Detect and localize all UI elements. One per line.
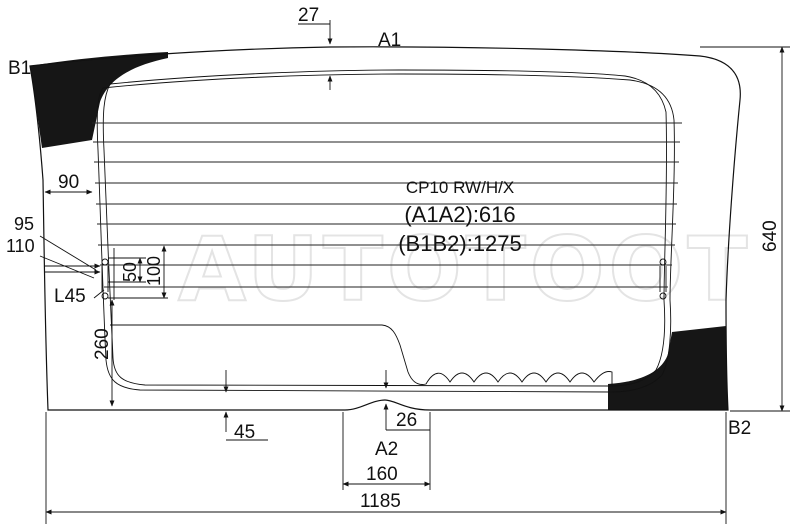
label-a1: A1 (378, 30, 401, 51)
a1a2-height: (A1A2):616 (404, 202, 515, 227)
dim-1185: 1185 (360, 491, 401, 512)
dim-160: 160 (366, 464, 398, 485)
lower-panel (110, 324, 613, 386)
angle-l45: L45 (54, 286, 86, 307)
dim-50: 50 (120, 262, 140, 282)
dim-95: 95 (14, 214, 34, 234)
terminal-right (659, 258, 667, 300)
heated-area-outline-inner (102, 69, 668, 387)
dim-26: 26 (396, 410, 417, 431)
label-a2: A2 (375, 439, 398, 460)
dim-27: 27 (298, 5, 319, 26)
heater-lines (92, 122, 682, 288)
ceramic-band-bottom-right (608, 326, 728, 410)
terminal-left (101, 258, 109, 300)
dim-90: 90 (58, 172, 79, 193)
part-code: CP10 RW/H/X (406, 178, 514, 197)
b1b2-width: (B1B2):1275 (398, 231, 522, 256)
dim-110: 110 (6, 236, 35, 256)
label-b2: B2 (728, 418, 751, 439)
dim-260: 260 (92, 328, 113, 360)
dim-640: 640 (760, 220, 781, 252)
heated-area-outline (96, 73, 675, 393)
glass-outline (29, 46, 741, 411)
watermark: AUTOTOOT (178, 218, 751, 321)
label-b1: B1 (8, 58, 31, 79)
dim-45: 45 (234, 422, 255, 443)
dim-100: 100 (144, 256, 164, 286)
